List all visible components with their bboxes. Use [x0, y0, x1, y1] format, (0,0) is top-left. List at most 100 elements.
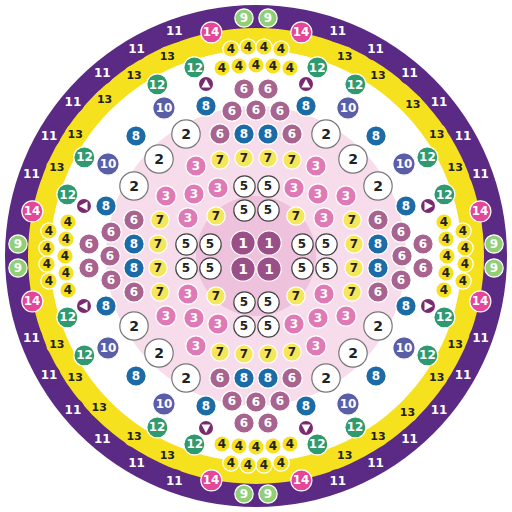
number-circle: 9 — [8, 234, 28, 254]
circle-outline — [120, 312, 148, 340]
circle-number: 12 — [309, 62, 326, 74]
circle-number: 7 — [288, 154, 296, 166]
number-circle: 8 — [233, 367, 255, 389]
circle-outline — [186, 156, 206, 176]
circle-number: 4 — [218, 62, 226, 74]
circle-outline — [455, 273, 471, 289]
number-circle: 7 — [148, 258, 168, 278]
number-circle: 4 — [264, 437, 282, 455]
circle-number: 6 — [252, 104, 260, 116]
number-circle: 11 — [62, 91, 85, 114]
circle-number: 4 — [443, 250, 451, 262]
circle-outline — [257, 175, 278, 196]
circle-outline — [368, 282, 388, 302]
number-circle: 11 — [20, 326, 43, 349]
circle-number: 7 — [156, 286, 164, 298]
circle-number: 6 — [374, 286, 382, 298]
number-circle: 4 — [222, 40, 240, 58]
circle-outline — [164, 21, 185, 42]
number-circle: 8 — [195, 95, 217, 117]
number-circle: 2 — [119, 311, 149, 341]
circle-number: 13 — [405, 99, 420, 110]
circle-number: 13 — [160, 51, 175, 62]
circle-outline — [210, 368, 230, 388]
circle-number: 2 — [321, 371, 331, 385]
number-circle: 10 — [96, 152, 120, 176]
circle-outline — [57, 248, 73, 264]
circle-outline — [312, 364, 340, 392]
circle-number: 12 — [76, 349, 93, 361]
number-circle: 4 — [239, 456, 257, 474]
circle-number: 5 — [240, 296, 248, 308]
circle-number: 8 — [102, 200, 110, 212]
circle-outline — [259, 345, 277, 363]
circle-outline — [368, 65, 388, 85]
number-circle: 3 — [335, 185, 357, 207]
number-circle: 4 — [57, 230, 75, 248]
circle-number: 4 — [43, 258, 51, 270]
circle-number: 3 — [190, 312, 198, 324]
circle-outline — [233, 199, 254, 220]
circle-outline — [124, 427, 144, 447]
circle-outline — [234, 79, 254, 99]
number-circle: 13 — [426, 367, 447, 388]
number-circle: 8 — [295, 95, 317, 117]
circle-outline — [21, 327, 42, 348]
number-circle: 11 — [91, 428, 114, 451]
number-circle: 2 — [119, 171, 149, 201]
number-circle: 4 — [281, 435, 299, 453]
circle-number: 1 — [238, 262, 248, 276]
circle-number: 13 — [97, 94, 112, 105]
circle-outline — [273, 41, 289, 57]
circle-outline — [469, 200, 490, 221]
circle-number: 4 — [43, 242, 51, 254]
circle-number: 9 — [264, 12, 272, 24]
circle-number: 13 — [68, 372, 83, 383]
circle-number: 11 — [166, 25, 183, 37]
circle-number: 4 — [260, 459, 268, 471]
number-circle: 6 — [391, 245, 413, 267]
number-circle: 9 — [234, 484, 254, 504]
core-ground — [196, 196, 316, 316]
circle-number: 14 — [24, 205, 41, 217]
number-circle: 6 — [123, 209, 145, 231]
number-circle: 3 — [183, 307, 205, 329]
number-circle: 2 — [338, 338, 368, 368]
circle-number: 4 — [244, 459, 252, 471]
circle-number: 7 — [156, 214, 164, 226]
circle-number: 11 — [23, 332, 40, 344]
circle-number: 2 — [129, 319, 139, 333]
number-circle: 4 — [437, 230, 455, 248]
number-circle: 10 — [392, 336, 416, 360]
circle-outline — [257, 199, 278, 220]
circle-outline — [335, 445, 355, 465]
circle-number: 1 — [238, 236, 248, 250]
number-circle: 6 — [367, 281, 389, 303]
circle-outline — [307, 57, 328, 78]
number-circle: 11 — [364, 38, 387, 61]
circle-number: 6 — [106, 250, 114, 262]
circle-outline — [291, 233, 312, 254]
number-circle: 4 — [255, 456, 273, 474]
number-circle: 11 — [452, 125, 475, 148]
circle-number: 4 — [244, 41, 252, 53]
circle-number: 4 — [277, 457, 285, 469]
circle-outline — [214, 60, 230, 76]
number-circle: 6 — [281, 367, 303, 389]
circle-number: 11 — [23, 168, 40, 180]
circle-number: 6 — [107, 226, 115, 238]
circle-number: 8 — [132, 370, 140, 382]
circle-number: 13 — [447, 339, 462, 350]
circle-outline — [9, 235, 27, 253]
number-circle: 12 — [73, 146, 96, 169]
circle-outline — [79, 234, 99, 254]
circle-number: 11 — [401, 67, 418, 79]
number-circle: 8 — [257, 123, 279, 145]
circle-number: 13 — [68, 129, 83, 140]
circle-number: 8 — [202, 400, 210, 412]
circle-outline — [184, 434, 205, 455]
number-circle: 2 — [363, 171, 393, 201]
circle-outline — [231, 231, 255, 255]
circle-outline — [200, 469, 221, 490]
